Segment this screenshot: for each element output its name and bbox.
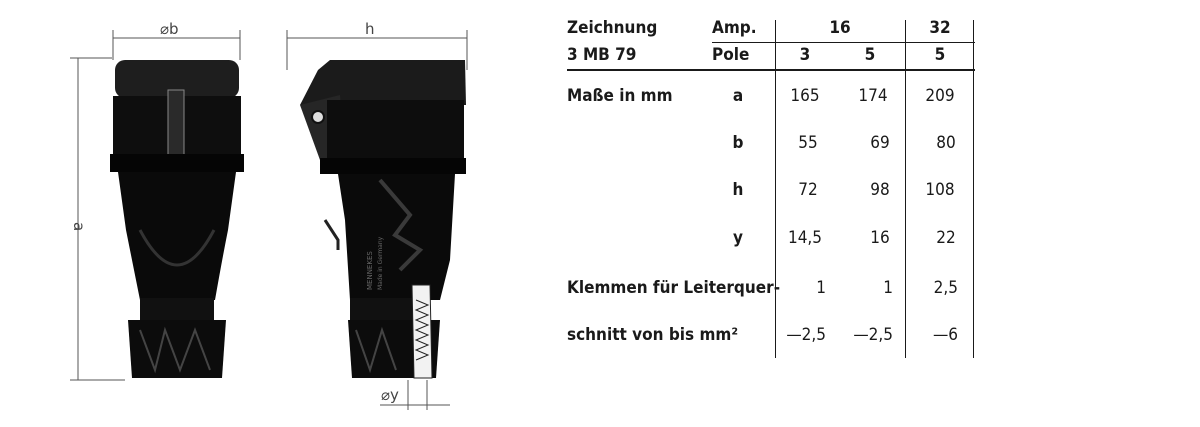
terminals-label-line2: schnitt von bis mm² <box>567 325 739 345</box>
brand-logo: MENNEKES <box>366 251 374 290</box>
cell: 69 <box>870 133 890 153</box>
column-divider-2 <box>905 20 906 358</box>
dim-a-label: a <box>70 222 88 231</box>
pole-32-5: 5 <box>934 45 946 65</box>
cell: 72 <box>798 180 818 200</box>
cell: —2,5 <box>853 325 893 345</box>
cell: 80 <box>936 133 956 153</box>
header-divider <box>712 42 975 43</box>
cell: 98 <box>870 180 890 200</box>
amp-label: Amp. <box>712 18 757 38</box>
amp-16: 16 <box>829 18 851 38</box>
cell: 209 <box>925 86 955 106</box>
amp-32: 32 <box>929 18 951 38</box>
pole-16-5: 5 <box>864 45 876 65</box>
row-key: y <box>733 228 743 248</box>
side-view: MENNEKES Made in Germany <box>300 60 466 379</box>
cell: 16 <box>870 228 890 248</box>
column-divider-1 <box>775 20 776 358</box>
cell: —6 <box>932 325 958 345</box>
front-view <box>110 60 244 378</box>
drawing-number: 3 MB 79 <box>567 45 637 65</box>
cell: 22 <box>936 228 956 248</box>
cell: 165 <box>790 86 820 106</box>
cell: 55 <box>798 133 818 153</box>
cell: 1 <box>816 278 826 298</box>
pole-16-3: 3 <box>799 45 811 65</box>
column-divider-3 <box>973 20 974 358</box>
cell: —2,5 <box>786 325 826 345</box>
pole-label: Pole <box>712 45 750 65</box>
dim-b-label: ⌀b <box>160 20 179 38</box>
cell: 14,5 <box>787 228 823 248</box>
header-rule <box>567 69 975 71</box>
cell: 108 <box>925 180 955 200</box>
made-in-germany-mark: Made in Germany <box>377 236 384 290</box>
cell: 2,5 <box>933 278 958 298</box>
row-key: h <box>732 180 744 200</box>
row-key: b <box>732 133 744 153</box>
section-label: Maße in mm <box>567 86 673 106</box>
dim-h-label: h <box>365 20 375 38</box>
row-key: a <box>732 86 744 106</box>
cell: 1 <box>883 278 893 298</box>
technical-drawing: ⌀b h a ⌀y MENNEKES Made in Germany <box>70 20 468 410</box>
dim-y-label: ⌀y <box>381 386 399 404</box>
drawing-label: Zeichnung <box>567 18 658 38</box>
cell: 174 <box>858 86 888 106</box>
terminals-label-line1: Klemmen für Leiterquer- <box>567 278 781 298</box>
